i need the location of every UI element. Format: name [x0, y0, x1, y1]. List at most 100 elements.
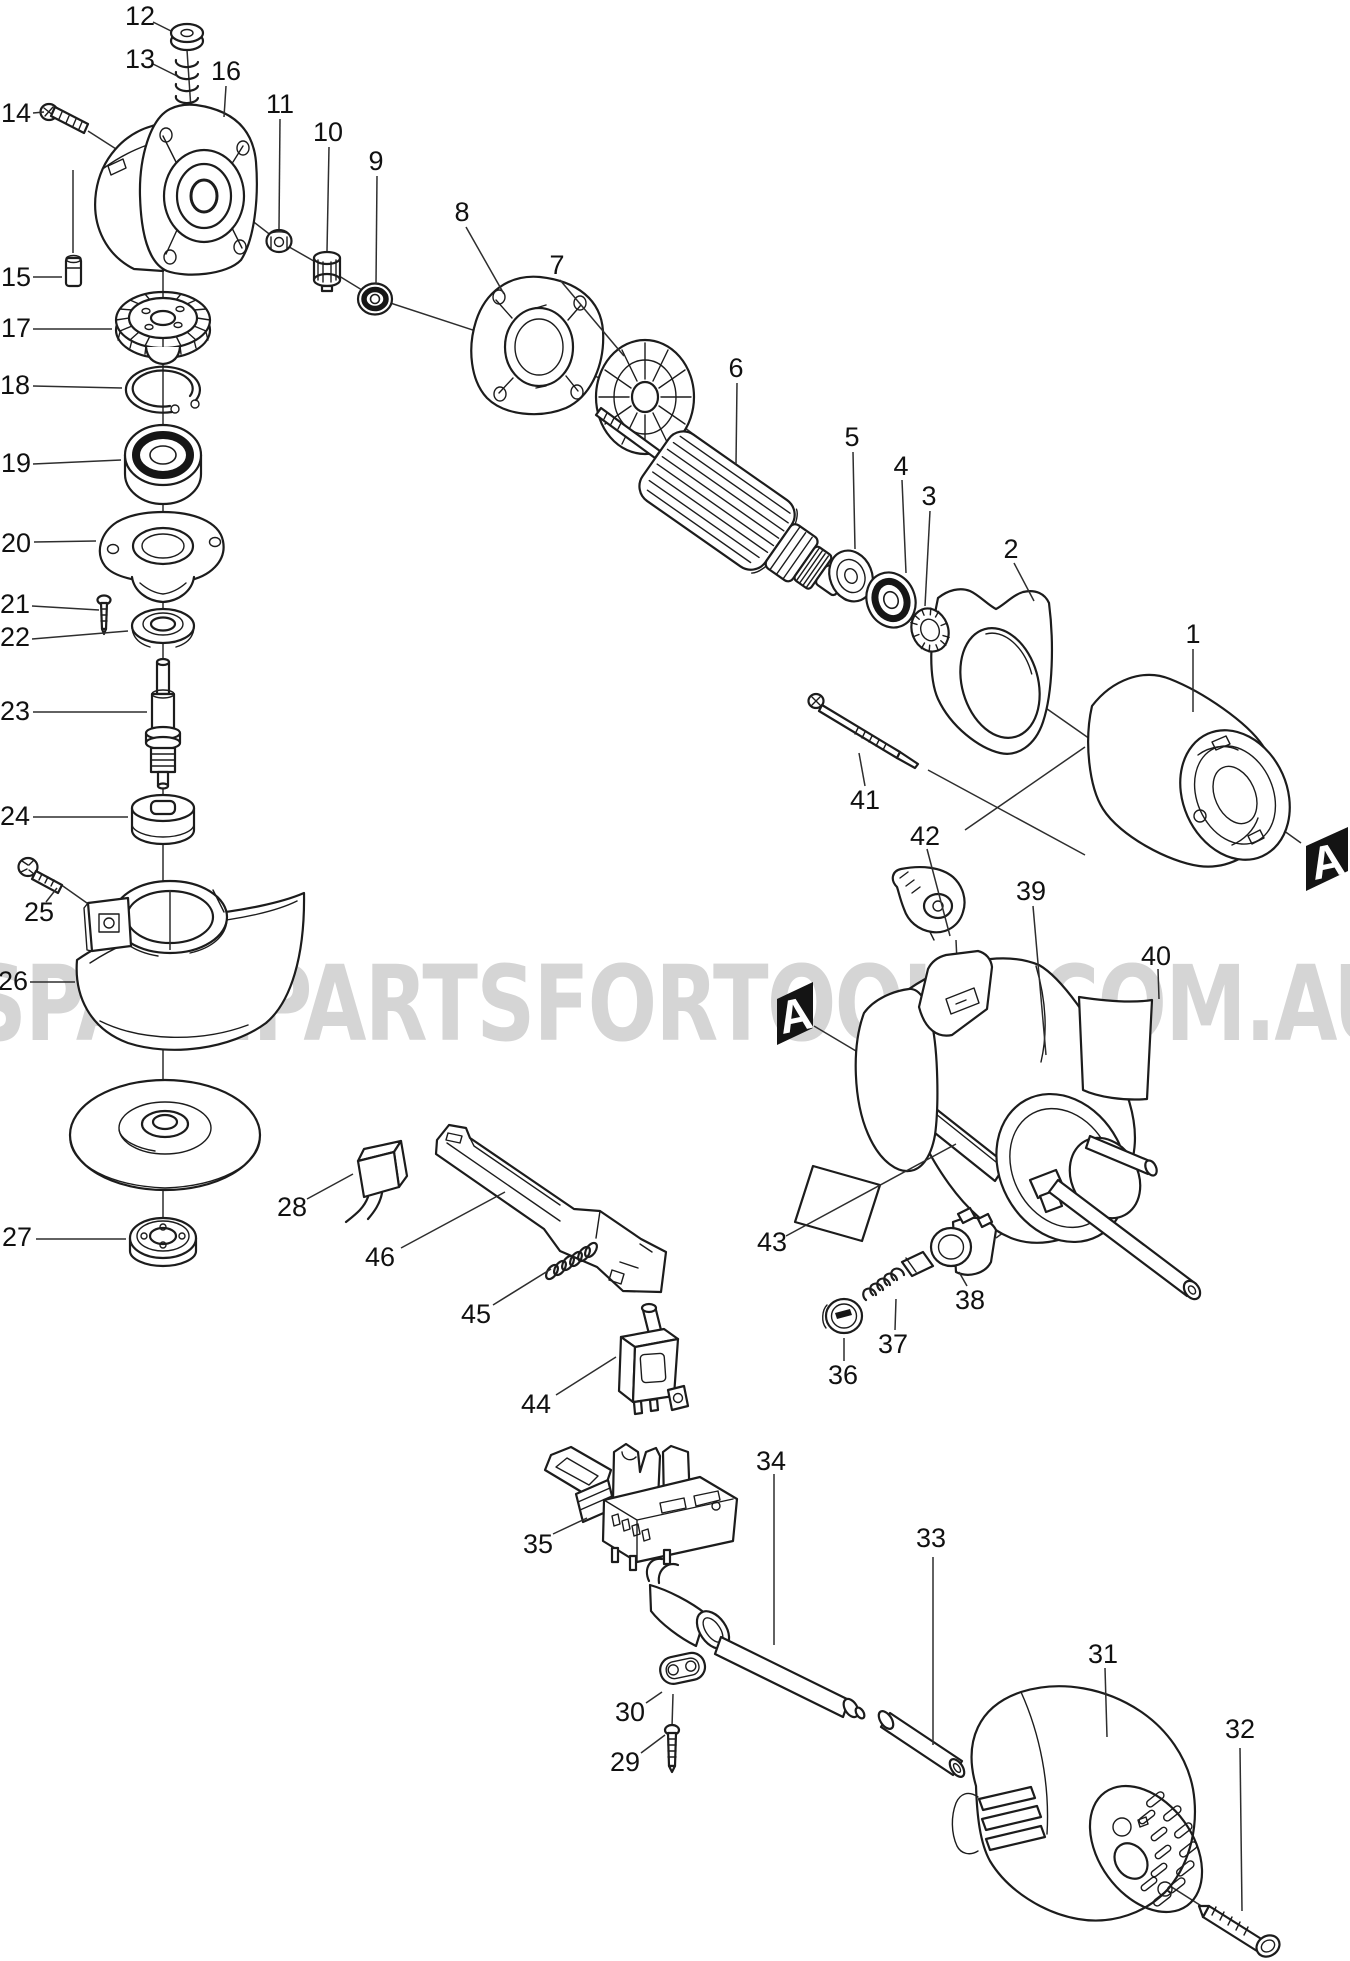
- part-11-hex-nut: [265, 228, 293, 254]
- leader-line-44: [555, 1356, 617, 1396]
- part-number-28: 28: [277, 1192, 307, 1222]
- part-number-31: 31: [1088, 1639, 1118, 1669]
- part-number-7: 7: [549, 250, 564, 280]
- part-1-field-stator: [1087, 673, 1291, 868]
- section-badges: AA: [773, 827, 1349, 1045]
- part-31-rear-cover: [951, 1685, 1204, 1922]
- part-18-snap-ring: [124, 365, 201, 414]
- part-number-3: 3: [921, 481, 936, 511]
- part-number-27: 27: [2, 1222, 32, 1252]
- part-number-42: 42: [910, 821, 940, 851]
- leader-line-14: [32, 111, 45, 114]
- part-17-bevel-gear: [114, 290, 212, 366]
- part-number-36: 36: [828, 1360, 858, 1390]
- section-badge-1: [1306, 827, 1348, 891]
- part-number-25: 25: [24, 897, 54, 927]
- part-number-5: 5: [844, 422, 859, 452]
- part-number-17: 17: [1, 313, 31, 343]
- part-25-clamp-bolt: [17, 856, 64, 895]
- part-24-inner-flange: [130, 793, 196, 846]
- part-number-30: 30: [615, 1697, 645, 1727]
- leader-line-7: [559, 279, 625, 357]
- part-34-power-cord: [645, 1557, 866, 1720]
- part-35-controller: [543, 1442, 739, 1572]
- part-number-11: 11: [266, 89, 294, 119]
- grinding-wheel: [68, 1078, 262, 1192]
- part-number-37: 37: [878, 1329, 908, 1359]
- part-number-9: 9: [368, 146, 383, 176]
- part-40-label-sheet: [1077, 995, 1154, 1101]
- part-number-1: 1: [1185, 619, 1200, 649]
- leader-line-8: [465, 226, 505, 295]
- part-33-cord-sleeve: [877, 1710, 966, 1778]
- part-38-brush-holder: [929, 1206, 998, 1276]
- part-number-33: 33: [916, 1523, 946, 1553]
- leader-line-45: [492, 1268, 552, 1306]
- leader-line-19: [32, 459, 122, 465]
- leader-line-25: [45, 887, 58, 903]
- part-number-21: 21: [0, 589, 30, 619]
- part-number-14: 14: [1, 98, 31, 128]
- part-number-35: 35: [523, 1529, 553, 1559]
- leader-line-29: [640, 1734, 666, 1754]
- part-number-32: 32: [1225, 1714, 1255, 1744]
- part-number-12: 12: [125, 1, 155, 31]
- part-number-41: 41: [850, 785, 880, 815]
- leader-line-30: [645, 1691, 663, 1704]
- part-21-pan-screw: [96, 594, 112, 636]
- part-2-baffle-plate: [930, 588, 1054, 755]
- part-number-labels: 1234567891011121314151617181920212223242…: [0, 1, 1255, 1777]
- leader-line-2: [1013, 562, 1035, 602]
- part-44-switch: [617, 1302, 690, 1416]
- part-number-10: 10: [313, 117, 343, 147]
- part-5-labyrinth-washer: [828, 549, 874, 603]
- part-number-44: 44: [521, 1389, 551, 1419]
- part-9-ball-bearing: [356, 282, 394, 316]
- part-43-name-plate: [793, 1164, 882, 1243]
- leader-line-41: [858, 752, 866, 787]
- parts-artwork: [17, 22, 1291, 1958]
- part-number-19: 19: [1, 448, 31, 478]
- part-number-16: 16: [211, 56, 241, 86]
- leader-line-10: [326, 146, 330, 252]
- leader-line-39: [1032, 905, 1047, 1056]
- part-number-45: 45: [461, 1299, 491, 1329]
- leader-line-16: [223, 85, 227, 118]
- part-4-ball-bearing: [865, 571, 917, 629]
- part-28-capacitor: [344, 1139, 409, 1224]
- part-8-bearing-box-plate: [470, 275, 605, 416]
- leader-line-5: [852, 451, 856, 550]
- leader-line-35: [552, 1517, 588, 1535]
- part-number-34: 34: [756, 1446, 786, 1476]
- part-45-compression-spring: [545, 1241, 598, 1281]
- part-23-spindle: [144, 657, 182, 790]
- leader-line-43: [785, 1143, 957, 1237]
- part-16-gear-housing: [94, 103, 258, 276]
- part-number-4: 4: [893, 451, 908, 481]
- part-14-screw: [39, 102, 90, 135]
- leader-line-31: [1104, 1667, 1108, 1738]
- part-3-lock-sleeve: [910, 607, 950, 653]
- leader-line-40: [1157, 968, 1160, 1000]
- part-number-24: 24: [0, 801, 30, 831]
- leader-line-6: [735, 382, 738, 465]
- part-number-22: 22: [0, 622, 30, 652]
- leader-line-11: [278, 118, 281, 230]
- part-39-motor-housing: [854, 949, 1202, 1301]
- leader-line-3: [924, 510, 931, 607]
- part-number-6: 6: [728, 353, 743, 383]
- leader-line-13: [152, 63, 178, 77]
- part-10-pinion-gear: [312, 250, 342, 293]
- part-30-cord-clip: [659, 1651, 707, 1685]
- part-26-wheel-guard: [75, 879, 306, 1051]
- leader-line-12: [152, 21, 172, 32]
- leader-lines: [30, 21, 1243, 1912]
- part-number-2: 2: [1003, 534, 1018, 564]
- part-42-lock-lever: [891, 866, 966, 941]
- leader-line-42: [926, 848, 951, 937]
- part-22-felt-ring: [130, 607, 196, 648]
- leader-line-9: [375, 175, 378, 285]
- leader-line-32: [1239, 1747, 1243, 1912]
- section-badge-2: [777, 982, 813, 1045]
